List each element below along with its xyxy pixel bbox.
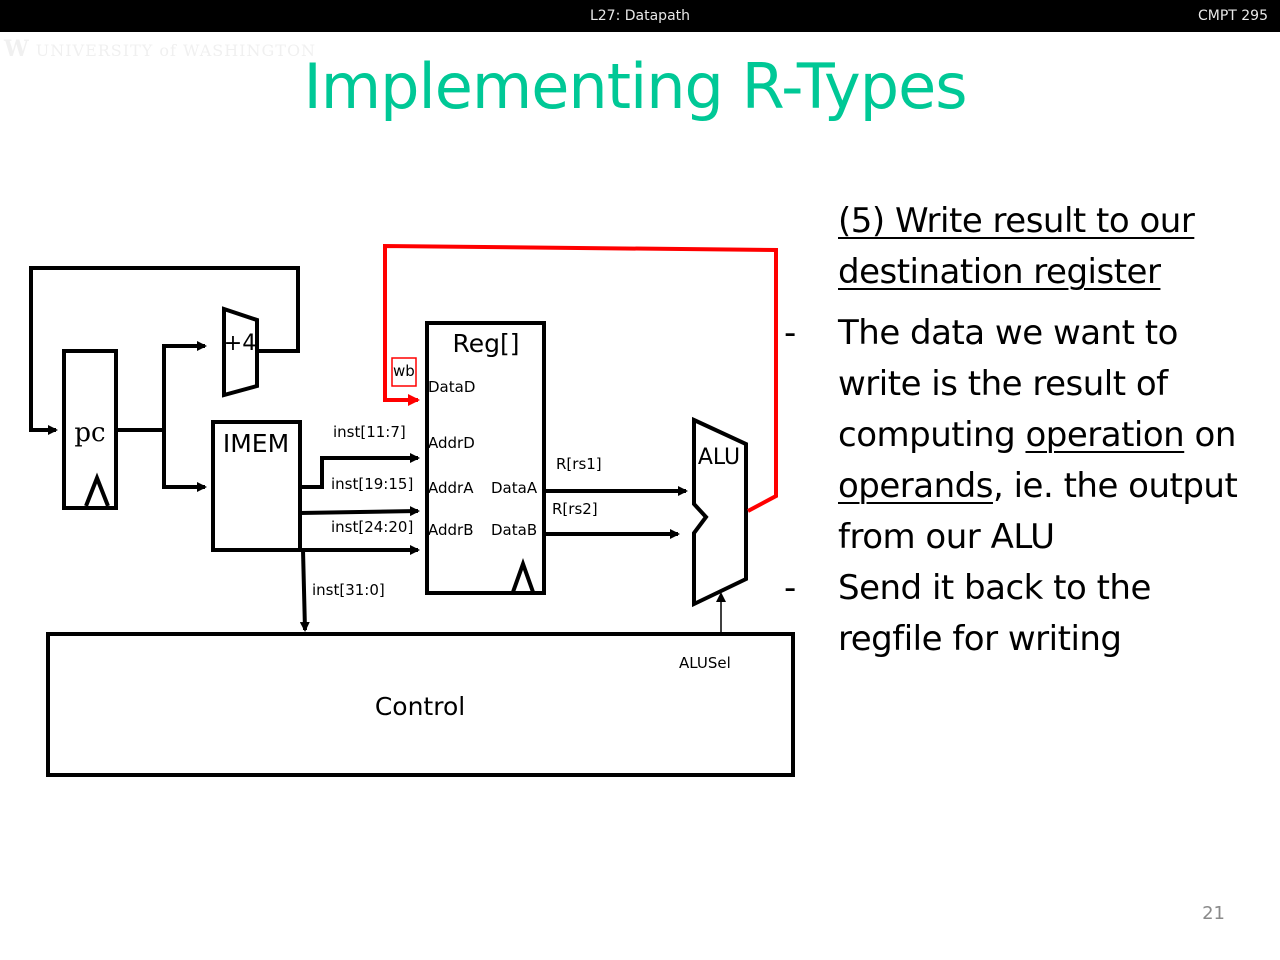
- pc-clock-icon: [84, 472, 110, 507]
- slide-notes: (5) Write result to our destination regi…: [782, 196, 1252, 665]
- alusel-label: ALUSel: [679, 654, 731, 672]
- port-data-d: DataD: [428, 378, 475, 396]
- university-watermark: W UNIVERSITY of WASHINGTON: [4, 36, 316, 62]
- inst-rd-wire: [300, 453, 420, 489]
- inst-full-label: inst[31:0]: [312, 581, 385, 599]
- control-block: Control: [46, 632, 795, 777]
- alu-label: ALU: [698, 445, 740, 470]
- slide-title: Implementing R-Types: [303, 50, 967, 123]
- course-code: CMPT 295: [1197, 8, 1268, 24]
- regfile-title: Reg[]: [452, 329, 519, 358]
- regfile-clock-icon: [511, 558, 535, 593]
- port-addr-d: AddrD: [428, 434, 475, 452]
- notes-heading: (5) Write result to our destination regi…: [838, 201, 1195, 292]
- alu-block: ALU: [692, 416, 748, 608]
- port-addr-b: AddrB: [428, 521, 474, 539]
- register-file: Reg[] DataD AddrD AddrA AddrB DataA Data…: [425, 321, 546, 595]
- port-data-b: DataB: [491, 521, 537, 539]
- pc-to-imem-wire: [162, 430, 207, 492]
- bullet-dash: -: [784, 568, 796, 608]
- writeback-wire: [383, 243, 778, 513]
- pc-label: pc: [74, 418, 105, 448]
- inst-rs2-label: inst[24:20]: [331, 518, 413, 536]
- wb-tag: wb: [391, 357, 417, 387]
- wb-label: wb: [393, 362, 415, 380]
- lecture-title: L27: Datapath: [589, 8, 691, 24]
- slide-header-bar: L27: Datapath CMPT 295: [0, 0, 1280, 32]
- university-name: UNIVERSITY of WASHINGTON: [35, 41, 317, 60]
- inst-rd-label: inst[11:7]: [333, 423, 406, 441]
- notes-bullet: - Send it back to the regfile for writin…: [782, 563, 1252, 665]
- bullet-dash: -: [784, 313, 796, 353]
- rs1-value-label: R[rs1]: [556, 455, 602, 473]
- control-label: Control: [375, 692, 465, 721]
- university-logo-icon: W: [4, 36, 30, 62]
- pc-register: pc: [62, 349, 118, 510]
- underlined-term-operands: operands: [838, 466, 993, 506]
- inst-rs1-label: inst[19:15]: [331, 475, 413, 493]
- adder-label: +4: [224, 331, 256, 356]
- pc-next-wire: [29, 266, 300, 435]
- page-number: 21: [1202, 903, 1225, 924]
- imem-block: IMEM: [211, 420, 302, 552]
- port-data-a: DataA: [491, 479, 538, 497]
- port-addr-a: AddrA: [428, 479, 474, 497]
- inst-rs1-wire: [299, 506, 420, 517]
- inst-full-wire: [299, 549, 310, 632]
- underlined-term-operation: operation: [1025, 415, 1185, 455]
- rs2-value-label: R[rs2]: [552, 500, 598, 518]
- pc-adder: +4: [222, 306, 259, 398]
- notes-bullet: - The data we want to write is the resul…: [782, 308, 1252, 563]
- pc-out-wire: [116, 341, 207, 432]
- imem-label: IMEM: [223, 429, 289, 458]
